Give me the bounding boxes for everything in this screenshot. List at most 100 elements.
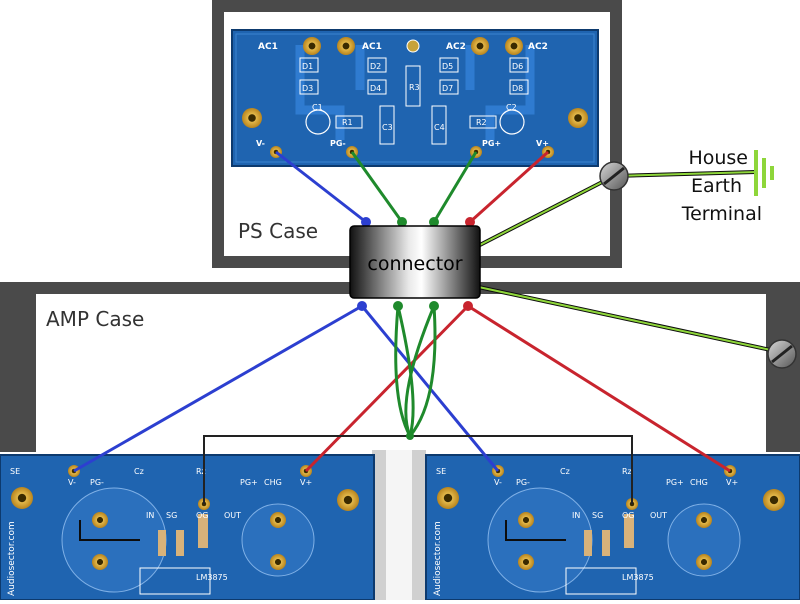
wire-earth <box>473 175 615 249</box>
amp-top-label: CHG <box>264 478 282 487</box>
connector-label: connector <box>367 253 462 275</box>
psu-resistor-label: R1 <box>342 118 353 127</box>
psu-diode-label: D7 <box>442 84 453 93</box>
psu-ac-label: AC1 <box>362 42 382 52</box>
psu-ac-label: AC2 <box>528 42 548 52</box>
amp-corner-label: SE <box>10 467 20 476</box>
psu-ac-pad <box>505 37 523 55</box>
psu-output-label: PG+ <box>482 139 501 148</box>
psu-ac-pad <box>471 37 489 55</box>
amp-pad <box>696 512 712 528</box>
psu-resistor-r1 <box>335 115 363 129</box>
psu-resistor-r3 <box>405 65 421 107</box>
psu-output-label: V- <box>256 139 265 148</box>
led-icon <box>406 39 420 53</box>
wire-positive <box>304 304 470 473</box>
earth-ground-icon <box>754 150 774 196</box>
screw-icon <box>767 339 797 369</box>
amp-pad <box>92 554 108 570</box>
amp-mid-label: OG <box>622 511 635 520</box>
amp-top-label: V- <box>494 478 502 487</box>
amp-mid-label: OG <box>196 511 209 520</box>
psu-ac-pad <box>303 37 321 55</box>
wire-earth <box>473 285 781 353</box>
amp-mount-hole <box>763 489 785 511</box>
wire-ground <box>404 305 436 437</box>
amp-case-label: AMP Case <box>46 307 144 331</box>
psu-cap-c4 <box>431 105 447 145</box>
psu-ac-label: AC2 <box>446 42 466 52</box>
amp-pad <box>518 512 534 528</box>
psu-diode-label: D8 <box>512 84 523 93</box>
amp-mount-hole <box>437 487 459 509</box>
psu-cap-c2 <box>499 109 525 135</box>
wire-ground <box>350 151 404 223</box>
amp-mid-label: IN <box>146 511 154 520</box>
amp-top-label: V- <box>68 478 76 487</box>
amp-chip-label: LM3875 <box>622 573 654 582</box>
amp-pad <box>696 554 712 570</box>
amp-top-label: Cz <box>134 467 144 476</box>
amp-top-label: Rz <box>196 467 206 476</box>
psu-ac-label: AC1 <box>258 42 278 52</box>
amp-pad <box>518 554 534 570</box>
amp-mid-label: IN <box>572 511 580 520</box>
wire-negative <box>73 304 363 473</box>
amp-mid-label: OUT <box>224 511 241 520</box>
psu-resistor-label: R3 <box>409 83 420 92</box>
earth-label-line1: House <box>688 147 748 169</box>
amp-chip-label: LM3875 <box>196 573 228 582</box>
amp-brand-label: Audiosector.com <box>7 521 17 596</box>
amp-pad <box>270 554 286 570</box>
psu-diode-label: D6 <box>512 62 523 71</box>
amp-top-label: CHG <box>690 478 708 487</box>
psu-diode-label: D3 <box>302 84 313 93</box>
psu-resistor-r2 <box>469 115 497 129</box>
amp-mid-label: OUT <box>650 511 667 520</box>
ps-case-label: PS Case <box>238 219 318 243</box>
psu-cap-c3 <box>379 105 395 145</box>
wire-ground <box>432 151 478 223</box>
psu-resistor-label: R2 <box>476 118 487 127</box>
wire-negative <box>275 150 367 224</box>
amp-pad <box>270 512 286 528</box>
psu-cap-label: C4 <box>434 123 445 132</box>
psu-diode-label: D2 <box>370 62 381 71</box>
wire-ground-bus <box>203 435 633 504</box>
psu-cap-label: C3 <box>382 123 393 132</box>
psu-diode-label: D1 <box>302 62 313 71</box>
ground-junction <box>406 432 414 440</box>
amp-mid-label: SG <box>592 511 603 520</box>
amp-corner-label: SE <box>436 467 446 476</box>
earth-label-line3: Terminal <box>681 203 762 225</box>
psu-output-label: PG- <box>330 139 346 148</box>
wire-earth <box>613 171 757 177</box>
psu-output-label: V+ <box>536 139 549 148</box>
wire-positive <box>468 150 550 224</box>
wire-positive <box>467 304 731 473</box>
psu-cap-label: C2 <box>506 103 517 112</box>
psu-diode-label: D4 <box>370 84 381 93</box>
psu-ac-pad <box>337 37 355 55</box>
psu-diode-label: D5 <box>442 62 453 71</box>
amp-top-label: PG- <box>90 478 104 487</box>
amp-top-label: V+ <box>726 478 738 487</box>
amp-board-left: SE V- PG- Cz Rz PG+ CHG V+ IN SG OG OUT … <box>0 454 375 601</box>
amp-top-label: Rz <box>622 467 632 476</box>
amp-mount-hole <box>11 487 33 509</box>
psu-cap-c1 <box>305 109 331 135</box>
psu-cap-label: C1 <box>312 103 323 112</box>
amp-pad <box>92 512 108 528</box>
amp-top-label: PG+ <box>666 478 684 487</box>
psu-mount-hole <box>242 108 262 128</box>
amp-top-label: PG- <box>516 478 530 487</box>
amp-board-right: SE V- PG- Cz Rz PG+ CHG V+ IN SG OG OUT … <box>425 454 800 601</box>
amp-top-label: V+ <box>300 478 312 487</box>
amp-top-label: Cz <box>560 467 570 476</box>
amp-mount-hole <box>337 489 359 511</box>
wire-ground <box>396 305 415 437</box>
wire-ground <box>408 305 437 437</box>
amp-mid-label: SG <box>166 511 177 520</box>
